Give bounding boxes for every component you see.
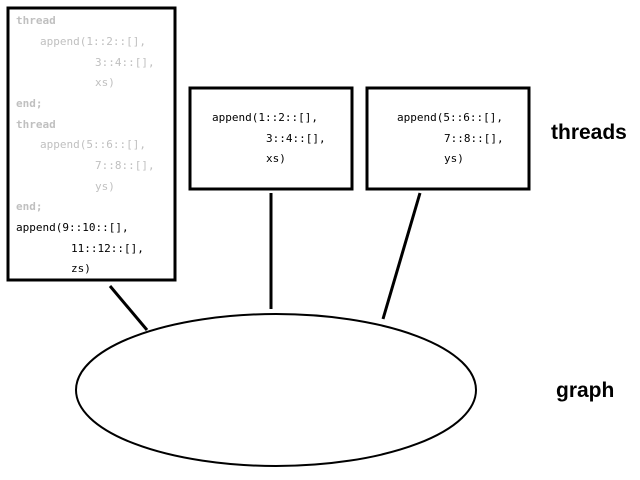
thread-box-2	[365, 86, 531, 191]
thread-1-line-2: 3::4::[],	[266, 132, 326, 145]
main-line-8: 7::8::[],	[95, 159, 155, 172]
main-line-7: append(5::6::[],	[40, 138, 146, 151]
main-line-13: zs)	[71, 262, 91, 275]
main-line-12: 11::12::[],	[71, 242, 144, 255]
thread-2-line-3: ys)	[444, 152, 464, 165]
graph-label: graph	[556, 379, 614, 402]
main-line-2: append(1::2::[],	[40, 35, 146, 48]
connector-thread-2	[381, 192, 422, 320]
main-line-6: thread	[16, 118, 56, 131]
main-line-4: xs)	[95, 76, 115, 89]
thread-2-line-2: 7::8::[],	[444, 132, 504, 145]
thread-1-line-3: xs)	[266, 152, 286, 165]
threads-label: threads	[551, 121, 627, 144]
main-line-9: ys)	[95, 180, 115, 193]
graph-ellipse	[75, 313, 477, 467]
main-line-3: 3::4::[],	[95, 56, 155, 69]
main-program-box	[6, 6, 177, 282]
thread-2-line-1: append(5::6::[],	[397, 111, 503, 124]
thread-box-1	[188, 86, 354, 191]
main-line-11: append(9::10::[],	[16, 221, 129, 234]
thread-1-line-1: append(1::2::[],	[212, 111, 318, 124]
connector-main	[108, 285, 149, 331]
main-line-10: end;	[16, 200, 43, 213]
main-line-5: end;	[16, 97, 43, 110]
main-line-1: thread	[16, 14, 56, 27]
